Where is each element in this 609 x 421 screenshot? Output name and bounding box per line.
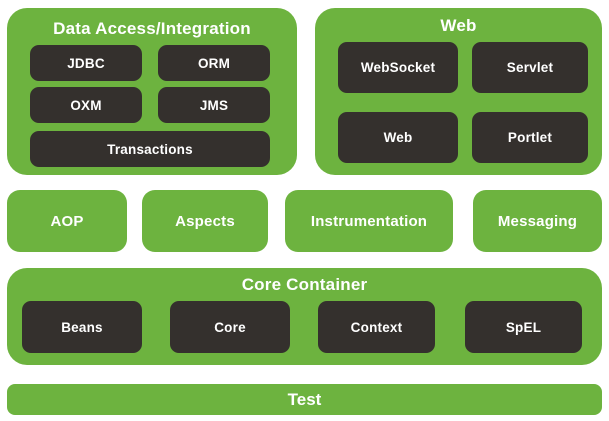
block-instrumentation: Instrumentation xyxy=(285,190,453,252)
module-transactions: Transactions xyxy=(30,131,270,167)
block-messaging: Messaging xyxy=(473,190,602,252)
module-portlet: Portlet xyxy=(472,112,588,163)
block-aspects: Aspects xyxy=(142,190,268,252)
module-beans: Beans xyxy=(22,301,142,353)
module-oxm: OXM xyxy=(30,87,142,123)
module-servlet: Servlet xyxy=(472,42,588,93)
core-container-title: Core Container xyxy=(241,275,368,294)
data-access-integration-title: Data Access/Integration xyxy=(53,19,251,38)
module-spel: SpEL xyxy=(465,301,582,353)
module-websocket: WebSocket xyxy=(338,42,458,93)
module-core: Core xyxy=(170,301,290,353)
module-jms: JMS xyxy=(158,87,270,123)
module-web: Web xyxy=(338,112,458,163)
core-container: Core Container Beans Core Context SpEL xyxy=(7,268,602,365)
block-aop: AOP xyxy=(7,190,127,252)
module-orm: ORM xyxy=(158,45,270,81)
data-access-integration-container: Data Access/Integration JDBC ORM OXM JMS… xyxy=(7,8,297,175)
module-jdbc: JDBC xyxy=(30,45,142,81)
web-container: Web WebSocket Servlet Web Portlet xyxy=(315,8,602,175)
module-context: Context xyxy=(318,301,435,353)
web-container-title: Web xyxy=(440,16,477,35)
test-bar: Test xyxy=(7,384,602,415)
